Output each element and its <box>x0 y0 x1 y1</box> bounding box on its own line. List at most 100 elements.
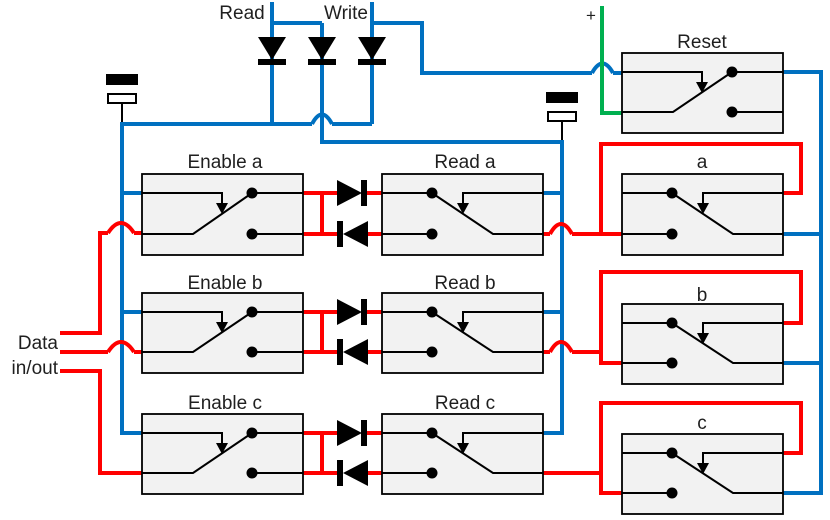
diode-left-bar <box>337 221 343 247</box>
relay-read-a: Read a <box>381 152 544 256</box>
wire-data-row-b-hop <box>106 340 136 354</box>
plus-supply-label: + <box>586 6 596 25</box>
relay-contact-dot <box>426 427 438 439</box>
relay-contact-dot <box>666 447 678 459</box>
capacitor-plate-hollow <box>107 93 137 104</box>
relay-box <box>381 292 544 374</box>
relay-switch-lines <box>382 432 543 474</box>
capacitor-plate-solid <box>106 74 138 85</box>
diode-right-icon <box>337 180 362 206</box>
relay-contact-dot <box>666 228 678 240</box>
relay-label-cell-a: a <box>697 152 708 173</box>
diode-left-bar <box>337 339 343 365</box>
wire-cell-b-in <box>572 350 622 365</box>
capacitor-left <box>106 74 138 122</box>
wire-mid-manifold <box>320 23 564 435</box>
diode-left-icon <box>343 339 368 365</box>
wire-cell-c-in <box>543 471 622 495</box>
wire-data-row-c <box>60 369 142 475</box>
relay-label-enable-c: Enable c <box>188 393 262 414</box>
relay-switch-lines <box>142 311 303 353</box>
relay-coil-arrow-icon <box>216 203 228 214</box>
wire-read-a-hop <box>548 222 574 236</box>
wire-data-row-a-hop <box>106 221 136 235</box>
wire-write-to-reset <box>372 21 592 75</box>
relay-coil-line <box>702 192 783 204</box>
wire-cell-c-frame <box>599 401 803 473</box>
diode-left-bar <box>337 460 343 486</box>
diode-write-icon <box>358 37 386 60</box>
relay-contact-dot <box>426 346 438 358</box>
relay-label-cell-b: b <box>697 285 708 306</box>
relay-label-read-a: Read a <box>434 152 496 173</box>
relay-cell-b: b <box>621 285 784 385</box>
wire-cell-b-frame <box>599 270 803 352</box>
relay-layer: Enable a Enable b Enable c Read a Read b Read… <box>141 32 784 515</box>
top-diodes <box>258 37 386 65</box>
relay-coil-arrow-icon <box>696 82 708 93</box>
relay-contact-dot <box>726 106 738 118</box>
relay-enable-b: Enable b <box>141 273 304 374</box>
relay-coil-line <box>702 452 783 464</box>
red-wires <box>60 142 803 495</box>
relay-contact-dot <box>246 306 258 318</box>
diode-mid-bar <box>308 59 336 65</box>
diode-write-bar <box>358 59 386 65</box>
relay-coil-arrow-icon <box>457 443 469 454</box>
relay-label-cell-c: c <box>697 413 707 434</box>
relay-contact-dot <box>666 317 678 329</box>
relay-switch-lines <box>382 192 543 235</box>
relay-switch-lines <box>622 322 783 364</box>
diode-pair-row-a <box>337 180 368 247</box>
wire-read-b-hop <box>548 340 574 354</box>
relay-contact-dot <box>666 187 678 199</box>
diode-left-icon <box>343 221 368 247</box>
relay-label-reset: Reset <box>677 32 727 53</box>
wire-diode-row-c <box>303 431 382 475</box>
data-io-label-line1: Data <box>18 333 59 354</box>
relay-coil-arrow-icon <box>697 333 709 344</box>
relay-enable-a: Enable a <box>141 152 304 256</box>
relay-box <box>141 173 304 256</box>
relay-coil-arrow-icon <box>457 322 469 333</box>
relay-contact-dot <box>246 228 258 240</box>
diode-read-bar <box>258 59 286 65</box>
relay-contact-dot <box>246 427 258 439</box>
relay-contact-dot <box>426 228 438 240</box>
diode-right-bar <box>361 299 367 325</box>
diode-pair-row-b <box>337 299 368 365</box>
relay-contact-dot <box>426 467 438 479</box>
relay-enable-c: Enable c <box>141 393 304 495</box>
diode-left-icon <box>343 460 368 486</box>
diode-right-icon <box>337 299 362 325</box>
wire-right-bus <box>783 70 823 495</box>
wire-diode-row-a <box>303 191 382 236</box>
relay-cell-a: a <box>621 152 784 256</box>
write-bus-label: Write <box>324 3 368 24</box>
relay-coil-line <box>462 192 543 204</box>
relay-coil-line <box>142 311 223 323</box>
relay-switch-lines <box>622 71 783 113</box>
relay-box <box>381 173 544 256</box>
green-wires <box>600 6 622 115</box>
relay-coil-line <box>622 71 703 83</box>
relay-switch-lines <box>622 452 783 494</box>
relay-contact-dot <box>666 487 678 499</box>
relay-switch-lines <box>142 432 303 474</box>
relay-label-read-c: Read c <box>435 393 495 414</box>
data-io-label-line2: in/out <box>12 358 59 379</box>
relay-contact-dot <box>246 467 258 479</box>
relay-switch-lines <box>142 192 303 235</box>
relay-coil-line <box>142 432 223 444</box>
wire-cell-a-frame <box>599 142 803 234</box>
relay-label-read-b: Read b <box>434 273 495 294</box>
relay-read-c: Read c <box>381 393 544 495</box>
relay-contact-dot <box>666 357 678 369</box>
relay-reset: Reset <box>621 32 784 134</box>
wire-diode-row-b <box>303 310 382 354</box>
relay-coil-line <box>702 322 783 334</box>
static-labels: Read Write + Data in/out <box>12 3 597 379</box>
relay-contact-dot <box>246 346 258 358</box>
